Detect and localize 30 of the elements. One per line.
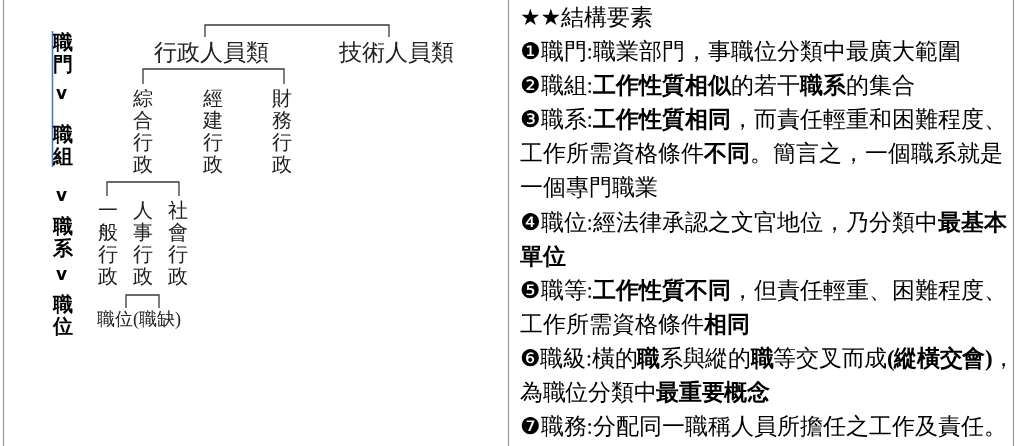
bracket-connector bbox=[204, 24, 390, 38]
level-term: 職位 bbox=[53, 293, 73, 337]
definition-text: ❻職級:橫的職系與縱的職等交叉而成(縱橫交會)，為職位分類中最重要概念 bbox=[520, 344, 1017, 408]
order-sign: v bbox=[56, 187, 68, 204]
tree-node-label: 綜合行政 bbox=[133, 84, 153, 182]
definition-text: ❺職等:工作性質不同，但責任輕重、困難程度、工作所需資格條件相同 bbox=[520, 276, 1008, 339]
tree-node-label: 人事行政 bbox=[133, 196, 153, 295]
order-sign: v bbox=[56, 266, 68, 283]
level-term: 職門 bbox=[53, 31, 73, 75]
order-sign: v bbox=[56, 85, 68, 102]
tree-node-label: 經建行政 bbox=[203, 84, 223, 176]
level-term: 職系 bbox=[53, 215, 73, 259]
tree-node-label: 職位(職缺) bbox=[97, 308, 181, 333]
definition-text: ❶職門:職業部門，事職位分類中最廣大範圍 bbox=[520, 38, 962, 67]
definition-text: ❸職系:工作性質相同，而責任輕重和困難程度、工作所需資格條件不同。簡言之，一個職系就是一個專門職業 bbox=[520, 106, 1008, 203]
definition-text: ❷職組:工作性質相似的若干職系的集合 bbox=[520, 72, 916, 101]
tree-node-label: 一般行政 bbox=[98, 196, 118, 288]
definition-text: ❹職位:經法律承認之文官地位，乃分類中最基本單位 bbox=[520, 208, 1008, 271]
bracket-connector bbox=[125, 294, 160, 309]
bracket-connector bbox=[142, 68, 212, 85]
tree-node-label: 社會行政 bbox=[168, 196, 188, 288]
section-heading: ★★結構要素 bbox=[520, 4, 655, 32]
bracket-connector bbox=[142, 181, 180, 197]
tree-node-label: 技術人員類 bbox=[339, 37, 454, 64]
bracket-connector bbox=[210, 68, 285, 85]
bracket-connector bbox=[106, 181, 144, 197]
tree-node-label: 財務行政 bbox=[272, 84, 292, 176]
level-term: 職組 bbox=[53, 123, 73, 167]
definition-text: ❼職務:分配同一職稱人員所擔任之工作及責任。 bbox=[520, 413, 1008, 442]
tree-node-label: 行政人員類 bbox=[154, 37, 269, 69]
